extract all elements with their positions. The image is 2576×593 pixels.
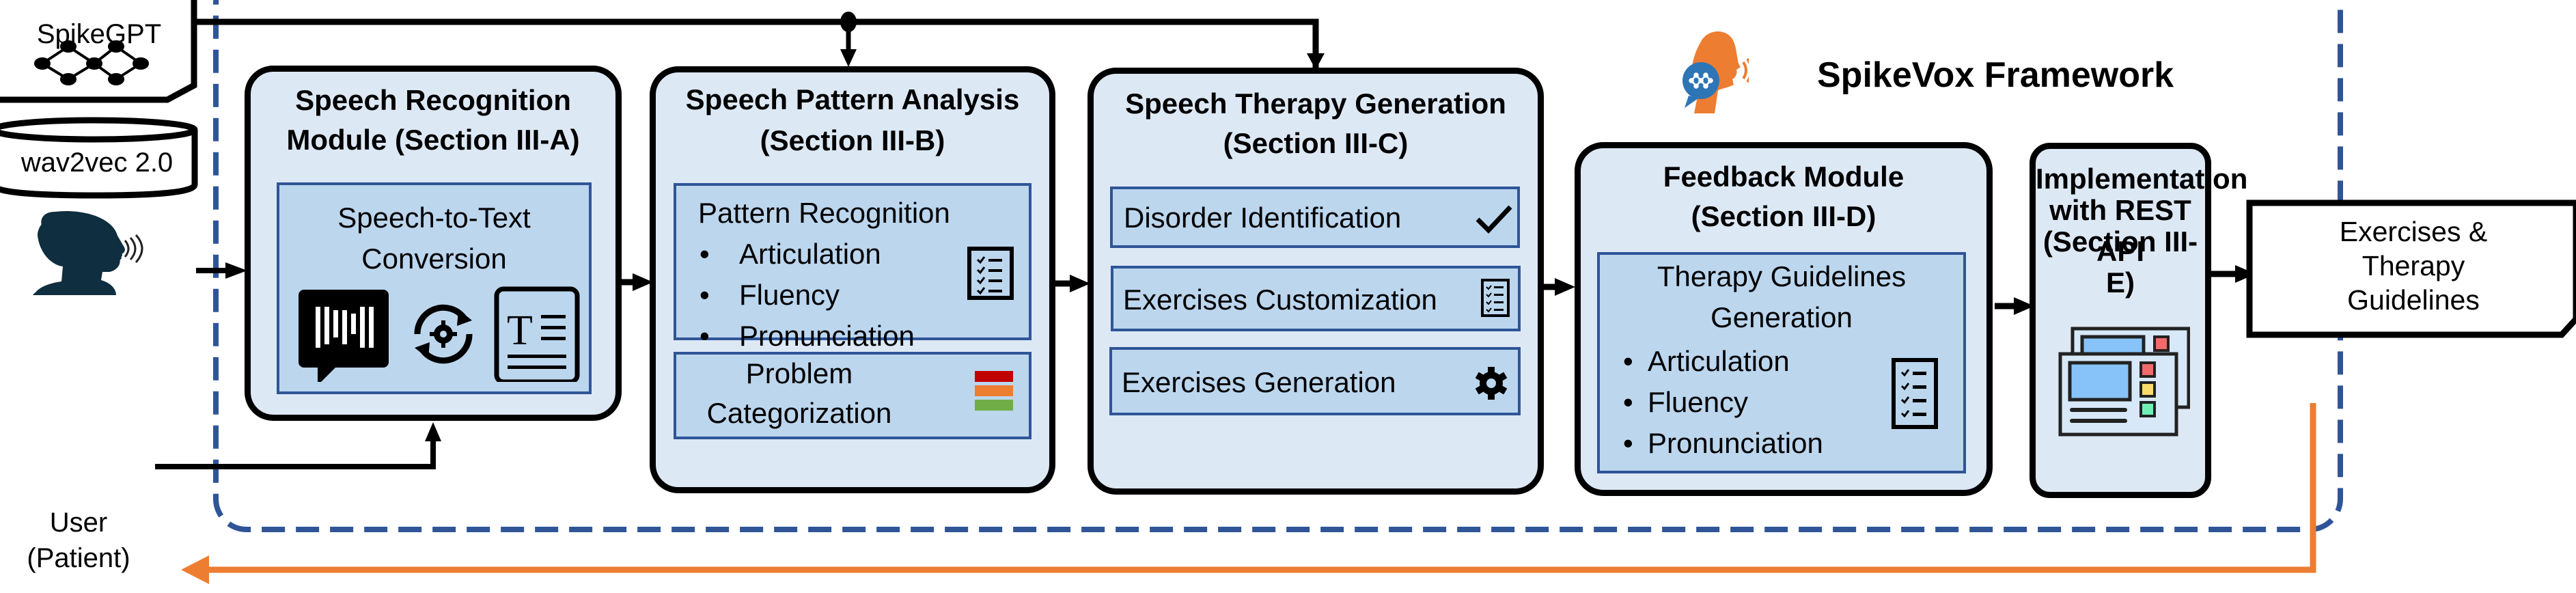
pattern-recognition-panel: Pattern Recognition Articulation Fluency… bbox=[674, 183, 1031, 357]
pattern-item-pronunciation: Pronunciation bbox=[676, 316, 1029, 357]
spikegpt-label: SpikeGPT bbox=[36, 19, 162, 49]
output-box bbox=[2246, 199, 2576, 338]
arrowhead-implementation-to-output bbox=[2235, 265, 2256, 283]
pattern-list: Articulation Fluency Pronunciation bbox=[676, 234, 1029, 357]
module-title-line2: Module (Section III-A) bbox=[286, 124, 580, 156]
speech-bubble-waveform-icon bbox=[299, 290, 389, 382]
category-bar-red bbox=[975, 371, 1013, 382]
module-title-line1: Implementation bbox=[2036, 163, 2248, 195]
therapy-item-exercises-customization: Exercises Customization bbox=[1111, 266, 1521, 331]
module-title-line1: Speech Pattern Analysis bbox=[685, 83, 1020, 115]
problem-line2: Categorization bbox=[706, 397, 892, 429]
user-label-line2: (Patient) bbox=[27, 543, 130, 573]
output-line3: Guidelines bbox=[2347, 284, 2480, 316]
therapy-item-exercises-generation: Exercises Generation bbox=[1109, 347, 1521, 415]
module-speech-pattern-analysis: Speech Pattern Analysis (Section III-B) … bbox=[650, 66, 1055, 493]
category-bars-icon bbox=[975, 371, 1013, 411]
conversion-icons: T bbox=[299, 286, 580, 382]
therapy-item-label: Exercises Generation bbox=[1122, 366, 1396, 398]
output-line2: Therapy bbox=[2362, 250, 2465, 281]
spikegpt-box bbox=[0, 0, 197, 103]
category-bar-orange bbox=[975, 385, 1013, 396]
problem-categorization-panel: Problem Categorization bbox=[674, 352, 1031, 439]
module-speech-recognition: Speech Recognition Module (Section III-A… bbox=[245, 66, 622, 421]
arrowhead-to-recognition bbox=[225, 262, 247, 279]
database-cylinder-icon bbox=[0, 117, 198, 199]
checklist-icon bbox=[1481, 279, 1510, 317]
module-title-line1: Speech Therapy Generation bbox=[1125, 87, 1506, 120]
text-document-icon: T bbox=[494, 286, 580, 382]
guideline-item-pronunciation: Pronunciation bbox=[1600, 423, 1963, 464]
therapy-guidelines-panel: Therapy Guidelines Generation Articulati… bbox=[1597, 252, 1966, 473]
checkmark-icon bbox=[1476, 205, 1512, 234]
arrowhead-feedback-to-implementation bbox=[2014, 297, 2034, 315]
pattern-item-fluency: Fluency bbox=[676, 275, 1029, 316]
module-feedback: Feedback Module (Section III-D) Therapy … bbox=[1575, 142, 1993, 496]
wav2vec-label: wav2vec 2.0 bbox=[20, 148, 174, 178]
module-speech-therapy-generation: Speech Therapy Generation (Section III-C… bbox=[1088, 68, 1544, 495]
module-title-line2: (Section III-D) bbox=[1691, 200, 1876, 232]
module-title-line1: Speech Recognition bbox=[295, 84, 571, 116]
sync-gear-icon bbox=[414, 304, 473, 364]
arrowhead-to-therapy bbox=[1307, 53, 1325, 70]
guideline-item-articulation: Articulation bbox=[1600, 341, 1963, 382]
gear-icon bbox=[1475, 367, 1508, 400]
speech-to-text-panel: Speech-to-Text Conversion bbox=[277, 182, 592, 394]
pattern-item-articulation: Articulation bbox=[676, 234, 1029, 275]
framework-logo bbox=[1680, 25, 1753, 113]
module-title-line3: (Section III-E) bbox=[2042, 225, 2198, 299]
svg-text:T: T bbox=[507, 307, 533, 354]
arrowhead-pattern-to-therapy bbox=[1070, 275, 1090, 292]
module-title-line2: with REST API bbox=[2049, 194, 2191, 267]
module-title-line1: Feedback Module bbox=[1663, 161, 1905, 193]
neural-network-icon bbox=[34, 40, 149, 85]
spikegpt-connector bbox=[193, 18, 1319, 68]
arrowhead-therapy-to-feedback bbox=[1555, 278, 1575, 296]
arrowhead-to-pattern bbox=[840, 49, 857, 67]
user-label-line1: User bbox=[49, 508, 108, 538]
therapy-item-label: Exercises Customization bbox=[1123, 284, 1437, 316]
junction-dot bbox=[840, 12, 857, 32]
guidelines-list: Articulation Fluency Pronunciation bbox=[1600, 341, 1963, 464]
speech-to-text-line2: Conversion bbox=[361, 243, 507, 275]
module-title-line2: (Section III-B) bbox=[760, 124, 945, 156]
therapy-item-label: Disorder Identification bbox=[1124, 202, 1402, 234]
feedback-loop-arrowhead bbox=[181, 555, 209, 584]
guideline-item-fluency: Fluency bbox=[1600, 382, 1963, 423]
category-bar-green bbox=[975, 400, 1013, 411]
output-line1: Exercises & bbox=[2339, 216, 2488, 247]
speech-to-text-line1: Speech-to-Text bbox=[337, 202, 531, 234]
pattern-recognition-heading: Pattern Recognition bbox=[698, 197, 950, 229]
user-connector bbox=[155, 437, 436, 469]
arrowhead-user-to-recognition bbox=[425, 422, 441, 441]
checklist-icon bbox=[1892, 358, 1938, 429]
problem-line1: Problem bbox=[745, 357, 853, 389]
guidelines-line2: Generation bbox=[1711, 301, 1853, 333]
guidelines-line1: Therapy Guidelines bbox=[1657, 260, 1907, 292]
speaking-person-icon bbox=[33, 210, 143, 295]
arrowhead-recognition-to-pattern bbox=[633, 273, 653, 291]
speaking-head-network-icon bbox=[1682, 31, 1753, 113]
checklist-icon bbox=[967, 247, 1014, 300]
framework-title: SpikeVox Framework bbox=[1817, 55, 2174, 95]
api-windows-icon bbox=[2058, 327, 2190, 437]
therapy-item-disorder-identification: Disorder Identification bbox=[1110, 187, 1520, 248]
module-implementation-rest-api: Implementation with REST API (Section II… bbox=[2030, 143, 2248, 498]
feedback-loop-line bbox=[191, 403, 2316, 573]
module-title-line2: (Section III-C) bbox=[1223, 127, 1409, 159]
